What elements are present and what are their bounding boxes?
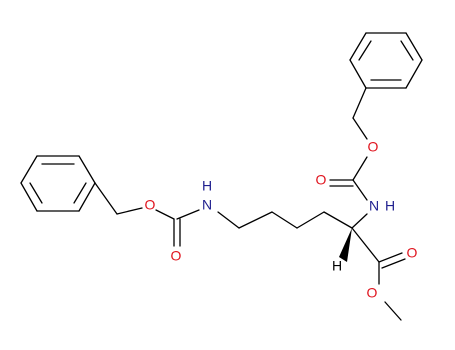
oxygen-atom-ester-carbonyl: O (407, 245, 418, 261)
bond (94, 182, 118, 215)
bond (384, 301, 402, 321)
bond (351, 213, 368, 229)
bond (155, 209, 175, 220)
bond (378, 252, 403, 263)
bond (349, 59, 367, 89)
oxygen-atom-right-carbonyl: O (316, 172, 327, 188)
cbz-linker-left (94, 182, 200, 247)
bond (238, 211, 273, 229)
bond (29, 182, 43, 204)
bond (20, 182, 38, 212)
bond (352, 156, 368, 181)
methyl-ester (378, 252, 406, 321)
bond (381, 258, 406, 269)
nitrogen-atom-right: N (369, 198, 379, 214)
oxygen-atom-right-ether: O (368, 139, 379, 155)
bond (217, 211, 240, 229)
alpha-carbon-bonds (339, 213, 380, 263)
bond (78, 182, 96, 212)
bond (323, 211, 353, 229)
bond (296, 211, 325, 229)
hydrogen-on-nitrogen-left: H (202, 178, 212, 194)
bond (405, 59, 423, 89)
bond (20, 155, 38, 184)
bond (271, 211, 298, 229)
bond (352, 179, 368, 201)
bond (352, 117, 368, 140)
bond (351, 227, 380, 263)
side-chain (217, 211, 353, 229)
stereo-wedge (339, 228, 352, 262)
bond (352, 87, 367, 119)
oxygen-atom-left-ether: O (145, 197, 156, 213)
cbz-linker-right (329, 87, 368, 201)
bond (358, 40, 372, 61)
bond (176, 209, 200, 220)
bond (78, 155, 96, 184)
bond (400, 40, 414, 61)
nitrogen-atom-left: N (202, 197, 212, 213)
bond (349, 32, 367, 61)
bond (116, 207, 143, 215)
benzene-ring-left (20, 155, 96, 212)
bond (405, 32, 423, 61)
oxygen-atom-left-carbonyl: O (171, 248, 182, 264)
stereo-hydrogen-atom: H (332, 258, 342, 274)
hydrogen-on-nitrogen-right: H (385, 198, 395, 214)
oxygen-atom-ester-ether: O (367, 285, 378, 301)
benzene-ring-right (349, 32, 423, 89)
bond (73, 182, 87, 204)
